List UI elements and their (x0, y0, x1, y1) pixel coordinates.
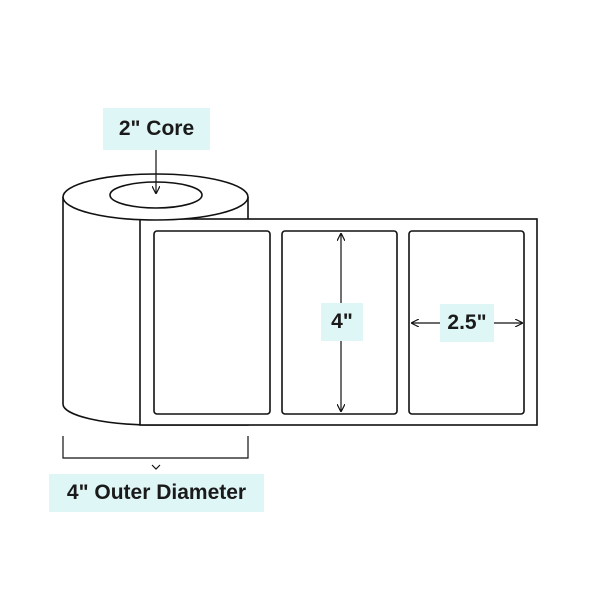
core-size-label: 2" Core (103, 108, 210, 150)
outer-diameter-chevron (151, 464, 161, 470)
outer-diameter-bracket (62, 436, 249, 459)
label-1 (153, 230, 271, 415)
label-height-label: 4" (321, 303, 363, 341)
outer-diameter-label: 4" Outer Diameter (49, 474, 264, 512)
label-width-label: 2.5" (440, 304, 494, 342)
